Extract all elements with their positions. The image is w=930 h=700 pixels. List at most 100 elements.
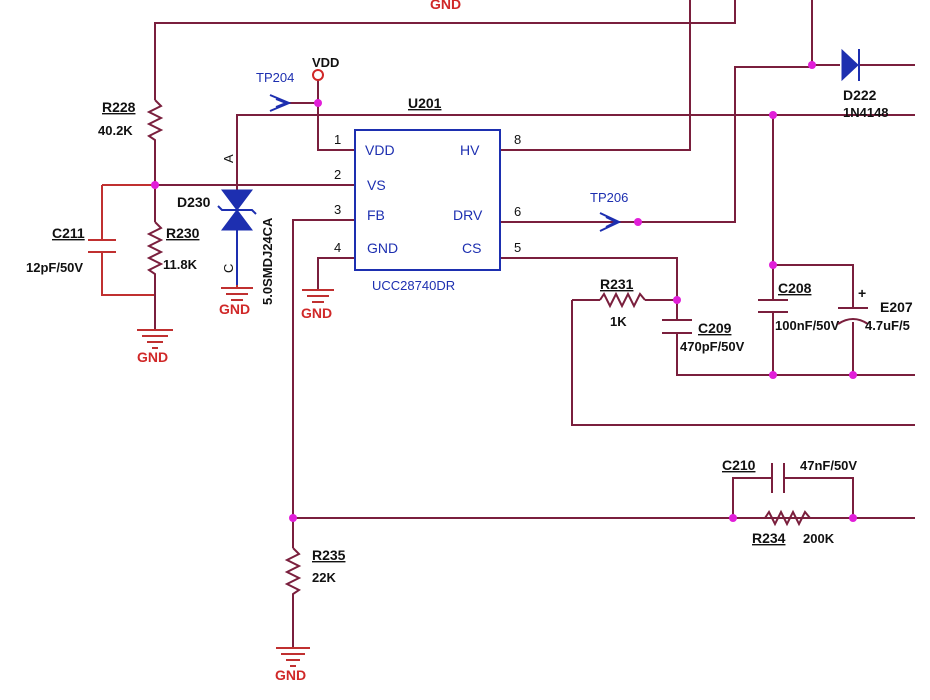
pin8-num: 8 bbox=[514, 132, 521, 147]
c211-ref: C211 bbox=[52, 225, 85, 241]
gnd-pin4: GND bbox=[301, 289, 334, 321]
c209-value: 470pF/50V bbox=[680, 339, 745, 354]
junction-dot bbox=[729, 514, 737, 522]
wire-top-rail bbox=[154, 0, 736, 100]
c209: C209 470pF/50V bbox=[662, 319, 745, 354]
r228-ref: R228 bbox=[102, 99, 136, 115]
wire-cs-bottom bbox=[676, 333, 915, 376]
wire-vdd-rail bbox=[236, 114, 915, 190]
wire-d222-anode bbox=[811, 0, 840, 66]
c211-value: 12pF/50V bbox=[26, 260, 83, 275]
r231-zigzag-icon bbox=[599, 291, 646, 309]
ground-icon bbox=[276, 647, 310, 667]
c208: C208 100nF/50V bbox=[758, 280, 840, 333]
wire-c211-bottom bbox=[101, 252, 155, 296]
gnd-r235: GND bbox=[275, 647, 310, 683]
d230-lower-triangle-icon bbox=[221, 209, 253, 231]
d230-upper-triangle-icon bbox=[221, 189, 253, 211]
pin5-num: 5 bbox=[514, 240, 521, 255]
ic-u201: U201 UCC28740DR 1 2 3 4 8 6 5 VDD VS FB … bbox=[334, 95, 521, 293]
wire-c210-left bbox=[732, 477, 772, 518]
tp204-arrow-icon bbox=[269, 94, 292, 112]
wire-hv-net bbox=[500, 0, 691, 151]
pin6-num: 6 bbox=[514, 204, 521, 219]
ic-part: UCC28740DR bbox=[372, 278, 455, 293]
pin1-num: 1 bbox=[334, 132, 341, 147]
junction-dot bbox=[769, 111, 777, 119]
e207-plus-sign: + bbox=[858, 285, 866, 301]
pin2-num: 2 bbox=[334, 167, 341, 182]
ic-ref: U201 bbox=[408, 95, 442, 111]
d222-triangle-icon bbox=[841, 48, 859, 82]
junction-dot bbox=[289, 514, 297, 522]
c210-value: 47nF/50V bbox=[800, 458, 857, 473]
pin6-name: DRV bbox=[453, 207, 483, 223]
c208-ref: C208 bbox=[778, 280, 812, 296]
r234-value: 200K bbox=[803, 531, 835, 546]
gnd-d230-label: GND bbox=[219, 301, 250, 317]
r234: R234 200K bbox=[752, 509, 835, 546]
r231: R231 1K bbox=[599, 276, 646, 329]
d230-bar-icon bbox=[217, 205, 257, 215]
wire-c210-right bbox=[784, 477, 854, 518]
junction-dot bbox=[673, 296, 681, 304]
r230-value: 11.8K bbox=[163, 257, 198, 272]
pin5-name: CS bbox=[462, 240, 481, 256]
r230: R230 11.8K bbox=[146, 221, 200, 278]
gnd-r230: GND bbox=[137, 329, 173, 365]
r235-value: 22K bbox=[312, 570, 336, 585]
d222: D222 1N4148 bbox=[841, 48, 889, 120]
junction-dot bbox=[151, 181, 159, 189]
vdd-port: VDD bbox=[312, 55, 339, 81]
d230: D230 A C 5.0SMDJ24CA bbox=[177, 154, 275, 305]
r228-zigzag-icon bbox=[146, 99, 164, 150]
e207-value: 4.7uF/5 bbox=[865, 318, 910, 333]
c211: C211 12pF/50V bbox=[26, 225, 116, 275]
d222-ref: D222 bbox=[843, 87, 877, 103]
gnd-r235-label: GND bbox=[275, 667, 306, 683]
junction-dot bbox=[849, 514, 857, 522]
c209-ref: C209 bbox=[698, 320, 732, 336]
wire-loop bbox=[571, 300, 915, 426]
r235-ref: R235 bbox=[312, 547, 346, 563]
tp206-label: TP206 bbox=[590, 190, 628, 205]
r235-zigzag-icon bbox=[284, 547, 302, 595]
wire-fb bbox=[292, 219, 355, 548]
ground-icon bbox=[302, 289, 334, 303]
pin4-name: GND bbox=[367, 240, 398, 256]
vdd-port-circle bbox=[312, 69, 324, 81]
wire-pin4 bbox=[317, 257, 355, 290]
pin3-num: 3 bbox=[334, 202, 341, 217]
c210: C210 47nF/50V bbox=[722, 457, 857, 493]
junction-dot bbox=[769, 371, 777, 379]
ground-icon bbox=[221, 287, 253, 301]
tp204: TP204 bbox=[256, 70, 294, 112]
junction-dot bbox=[849, 371, 857, 379]
e207-plate-curved bbox=[837, 318, 869, 325]
junction-dot bbox=[634, 218, 642, 226]
c210-ref: C210 bbox=[722, 457, 756, 473]
r235: R235 22K bbox=[284, 547, 346, 595]
c208-value: 100nF/50V bbox=[775, 318, 840, 333]
wire-drv bbox=[500, 66, 812, 223]
gnd-r230-label: GND bbox=[137, 349, 168, 365]
gnd-d230: GND bbox=[219, 285, 253, 317]
pin2-name: VS bbox=[367, 177, 386, 193]
junction-dot bbox=[808, 61, 816, 69]
junctions bbox=[151, 61, 857, 522]
tp206-arrow-icon bbox=[599, 212, 622, 232]
wire-cs bbox=[500, 257, 678, 320]
pin8-name: HV bbox=[460, 142, 480, 158]
pin3-name: FB bbox=[367, 207, 385, 223]
pin4-num: 4 bbox=[334, 240, 341, 255]
r228: R228 40.2K bbox=[98, 99, 164, 150]
junction-dot bbox=[314, 99, 322, 107]
r231-ref: R231 bbox=[600, 276, 634, 292]
e207-ref: E207 bbox=[880, 299, 913, 315]
r231-value: 1K bbox=[610, 314, 627, 329]
r230-ref: R230 bbox=[166, 225, 200, 241]
r230-zigzag-icon bbox=[146, 221, 164, 278]
vdd-label: VDD bbox=[312, 55, 339, 70]
junction-dot bbox=[769, 261, 777, 269]
ic-body bbox=[354, 129, 501, 271]
